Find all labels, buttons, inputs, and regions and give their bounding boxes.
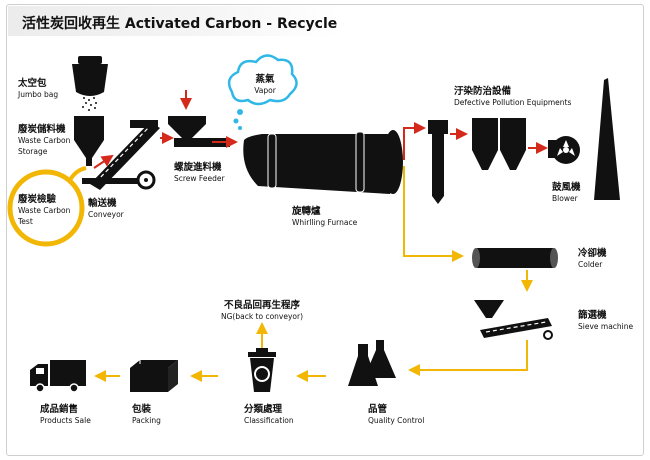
chimney-icon	[594, 78, 620, 200]
recycle-bin-icon	[248, 348, 276, 392]
conveyor-icon	[82, 120, 160, 190]
jumbo-bag-icon	[72, 56, 108, 111]
arrow-storage-conveyor	[93, 154, 114, 169]
truck-icon	[30, 360, 86, 393]
diagram-frame	[6, 4, 644, 456]
packing-box-icon	[130, 360, 178, 392]
title-bar	[8, 6, 338, 36]
sieve-machine-icon	[474, 300, 553, 340]
rotary-furnace-icon	[243, 130, 403, 194]
blower-icon	[548, 136, 580, 164]
waste-storage-hopper-icon	[74, 116, 104, 166]
quality-control-icon	[348, 340, 396, 386]
colder-icon	[472, 248, 558, 268]
arrow-sieve-quality	[408, 340, 528, 376]
arrow-furnace-colder	[403, 166, 464, 262]
screw-feeder-icon	[168, 116, 230, 147]
vapor-cloud-icon	[227, 54, 298, 130]
waste-test-highlight	[7, 166, 87, 247]
arrow-furnace-pollution	[403, 122, 426, 160]
diagram-title: 活性炭回收再生 Activated Carbon - Recycle	[22, 16, 338, 32]
pollution-equipment-icon	[428, 118, 526, 204]
